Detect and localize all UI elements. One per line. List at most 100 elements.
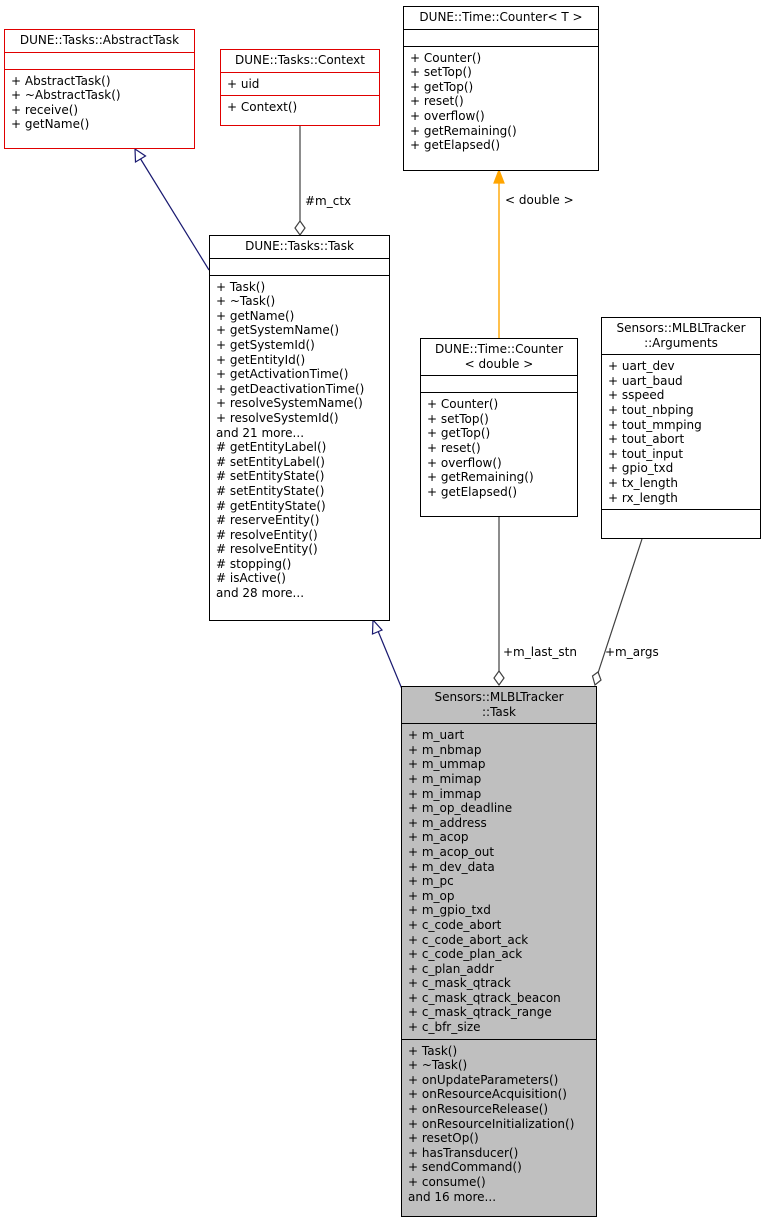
method-item: + getElapsed() [410,138,501,153]
edge-label-m-args: +m_args [605,645,659,659]
method-item: + setTop() [427,411,489,426]
method-item: and 21 more... [216,425,305,440]
attribute-item: + tout_nbping [608,402,694,417]
class-methods: + Task()+ ~Task()+ onUpdateParameters() +… [402,1040,596,1209]
class-title-line: DUNE::Tasks::AbstractTask [19,33,180,47]
method-item: + getName() [11,117,90,132]
attribute-item: + uart_dev [608,359,675,374]
attribute-item: + gpio_txd [608,461,674,476]
composition-diamond-ctx [294,219,306,237]
method-item: + Counter() [427,397,499,412]
class-mlbl-task: Sensors::MLBLTracker::Task+ m_uart+ m_nb… [401,686,597,1217]
attribute-item: + m_acop_out [408,844,495,859]
attribute-item: + uid [227,76,260,91]
attribute-item: + c_mask_qtrack_beacon [408,990,561,1005]
method-item: + ~AbstractTask() [11,88,121,103]
class-title-line: DUNE::Time::Counter [434,342,564,356]
method-item: + consume() [408,1175,486,1189]
attribute-item: + c_mask_qtrack_range [408,1005,552,1020]
attribute-item: + c_mask_qtrack [408,976,511,991]
method-item: + getSystemName() [216,323,340,338]
method-item: + reset() [410,94,464,109]
attribute-item: + c_code_plan_ack [408,947,523,962]
class-arguments: Sensors::MLBLTracker::Arguments+ uart_de… [601,317,761,539]
method-item: # setEntityState() [216,469,325,484]
attribute-item: + c_code_abort_ack [408,932,529,947]
method-item: + ~Task() [216,294,276,309]
method-item: + getDeactivationTime() [216,381,365,396]
method-item: # resolveEntity() [216,542,318,557]
attribute-item: + c_code_abort [408,917,502,932]
inheritance-arrowhead-abstracttask [134,147,147,164]
method-item: + onResourceRelease() [408,1102,549,1117]
class-methods [602,510,760,526]
class-attributes [404,30,598,47]
method-item: and 28 more... [216,586,305,601]
attribute-item: + c_plan_addr [408,961,494,976]
method-item: + Task() [408,1043,458,1058]
class-title: DUNE::Tasks::Context [221,50,379,73]
attribute-item: + sspeed [608,388,665,403]
class-title-line: < double > [464,356,534,371]
method-item: # isActive() [216,571,286,586]
method-item: + ~Task() [408,1058,468,1073]
attribute-item: + m_mimap [408,771,482,786]
attribute-item: + m_acop [408,830,469,845]
method-item: + overflow() [427,455,502,470]
attribute-item: + tout_abort [608,432,685,447]
attribute-item: + uart_baud [608,373,683,388]
attribute-item: + m_nbmap [408,742,482,757]
method-item: + getSystemId() [216,337,315,352]
method-item: + Counter() [410,50,482,65]
composition-diamond-args [591,671,602,687]
attribute-item: + m_immap [408,786,482,801]
method-item: + Context() [227,100,298,115]
method-item: + onResourceInitialization() [408,1116,575,1131]
inheritance-arrowhead-task [371,618,384,635]
class-counter-double: DUNE::Time::Counter< double >+ Counter()… [420,338,578,517]
attribute-item: + m_address [408,815,487,830]
attribute-item: + rx_length [608,490,678,505]
method-item: + overflow() [410,108,485,123]
class-title: Sensors::MLBLTracker::Arguments [602,318,760,356]
class-title: DUNE::Tasks::AbstractTask [5,30,194,53]
method-item: # reserveEntity() [216,513,320,528]
template-arrowhead-counter [493,168,505,184]
class-attributes: + m_uart+ m_nbmap+ m_ummap+ m_mimap+ m_i… [402,724,596,1040]
attribute-item: + tout_input [608,446,684,461]
method-item: # setEntityLabel() [216,454,325,469]
method-item: + onUpdateParameters() [408,1072,559,1087]
inheritance-edge-task-abstracttask [139,157,210,271]
method-item: + receive() [11,102,79,117]
attribute-item: + tx_length [608,475,678,490]
class-counter-template: DUNE::Time::Counter< T >+ Counter()+ set… [403,6,599,171]
edge-label-m-ctx: #m_ctx [305,194,352,208]
method-item: + resolveSystemName() [216,396,363,411]
class-title: DUNE::Time::Counter< T > [404,7,598,30]
attribute-item: + m_gpio_txd [408,903,491,918]
class-title: DUNE::Tasks::Task [210,236,389,259]
method-item: + Task() [216,279,266,294]
method-item: + setTop() [410,65,472,80]
method-item: # resolveEntity() [216,527,318,542]
class-title-line: Sensors::MLBLTracker [434,690,564,704]
method-item: + getTop() [410,79,474,94]
class-methods: + Counter()+ setTop()+ getTop()+ reset()… [404,47,598,157]
method-item: + resolveSystemId() [216,410,339,425]
method-item: + getElapsed() [427,484,518,499]
class-abstract-task: DUNE::Tasks::AbstractTask+ AbstractTask(… [4,29,195,149]
class-title-line: ::Arguments [644,335,718,350]
class-methods: + Counter()+ setTop()+ getTop()+ reset()… [421,393,577,503]
method-item: + getEntityId() [216,352,306,367]
method-item: + reset() [427,440,481,455]
class-attributes [210,259,389,276]
method-item: + getRemaining() [427,470,534,485]
method-item: + getRemaining() [410,123,517,138]
class-title-line: Sensors::MLBLTracker [616,321,746,335]
class-title-line: DUNE::Tasks::Context [235,53,365,67]
class-tasks-task: DUNE::Tasks::Task+ Task()+ ~Task()+ getN… [209,235,390,621]
method-item: + hasTransducer() [408,1145,519,1160]
method-item: # getEntityState() [216,498,326,513]
method-item: + AbstractTask() [11,73,111,88]
